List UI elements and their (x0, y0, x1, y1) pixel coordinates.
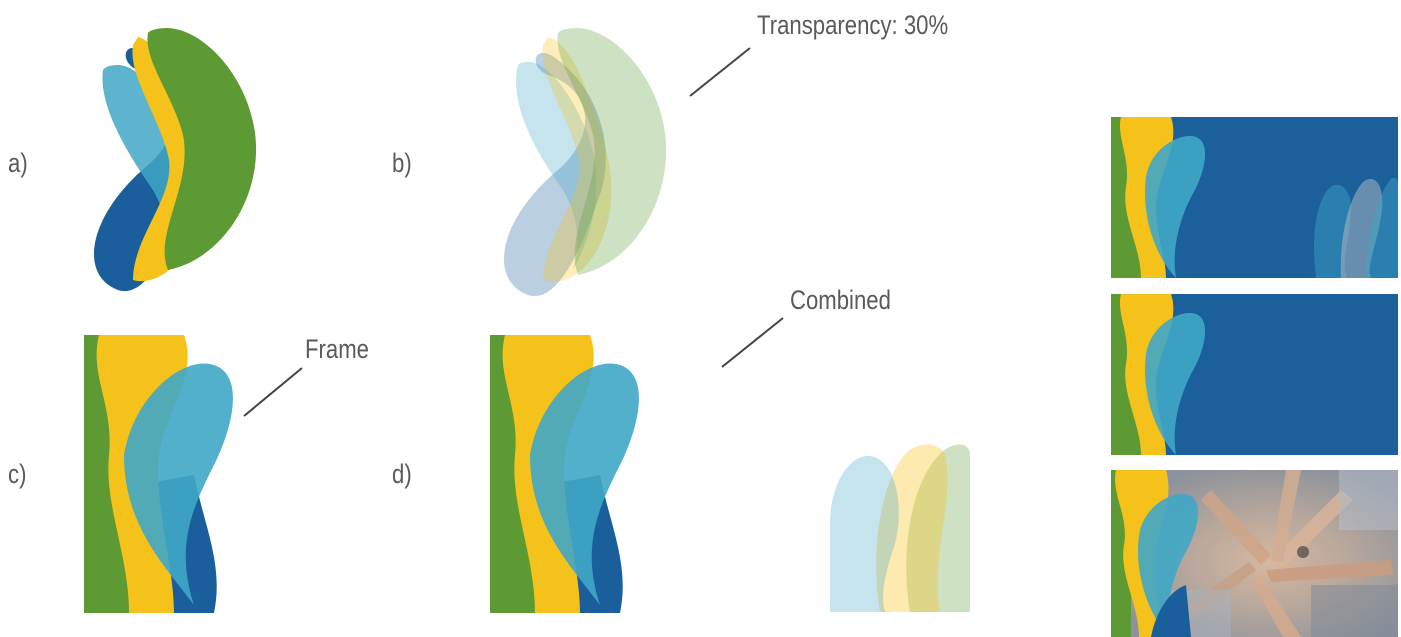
combined-graphic (490, 335, 639, 613)
panel-label-c: c) (8, 459, 27, 489)
leader-line-transparency (689, 47, 751, 97)
photo-arms (1171, 470, 1398, 637)
logo-transparent (504, 28, 667, 297)
thumb3-graphic (1111, 470, 1398, 637)
leader-line-combined (721, 317, 784, 368)
frame-graphic (84, 335, 233, 613)
thumbnail-blue-plain (1111, 294, 1398, 455)
logo-full-color (94, 28, 257, 292)
callout-transparency: Transparency: 30% (757, 10, 949, 40)
combined-teal (530, 363, 639, 605)
corner-yellow-transparent (876, 444, 948, 612)
leaf-teal-transparent (516, 62, 597, 270)
leaf-blue-transparent (504, 52, 606, 297)
callout-frame: Frame (305, 334, 369, 364)
leaf-green-transparent (557, 28, 667, 275)
thumbnail-blue-waves (1111, 117, 1398, 278)
corner-green-transparent (906, 444, 970, 612)
panel-label-a: a) (8, 148, 28, 178)
thumb2-graphic (1111, 294, 1206, 455)
leader-line-frame (243, 367, 303, 417)
transparent-corner-graphic (830, 444, 970, 612)
thumbnail-team-photo (1111, 470, 1398, 637)
frame-teal (124, 363, 233, 605)
leaf-green (147, 28, 257, 270)
thumb1-graphic (1111, 117, 1398, 278)
callout-combined: Combined (790, 285, 891, 315)
panel-label-b: b) (392, 148, 412, 178)
corner-teal-transparent (830, 455, 899, 612)
panel-label-d: d) (392, 459, 412, 489)
leaf-yellow-transparent (542, 37, 612, 283)
